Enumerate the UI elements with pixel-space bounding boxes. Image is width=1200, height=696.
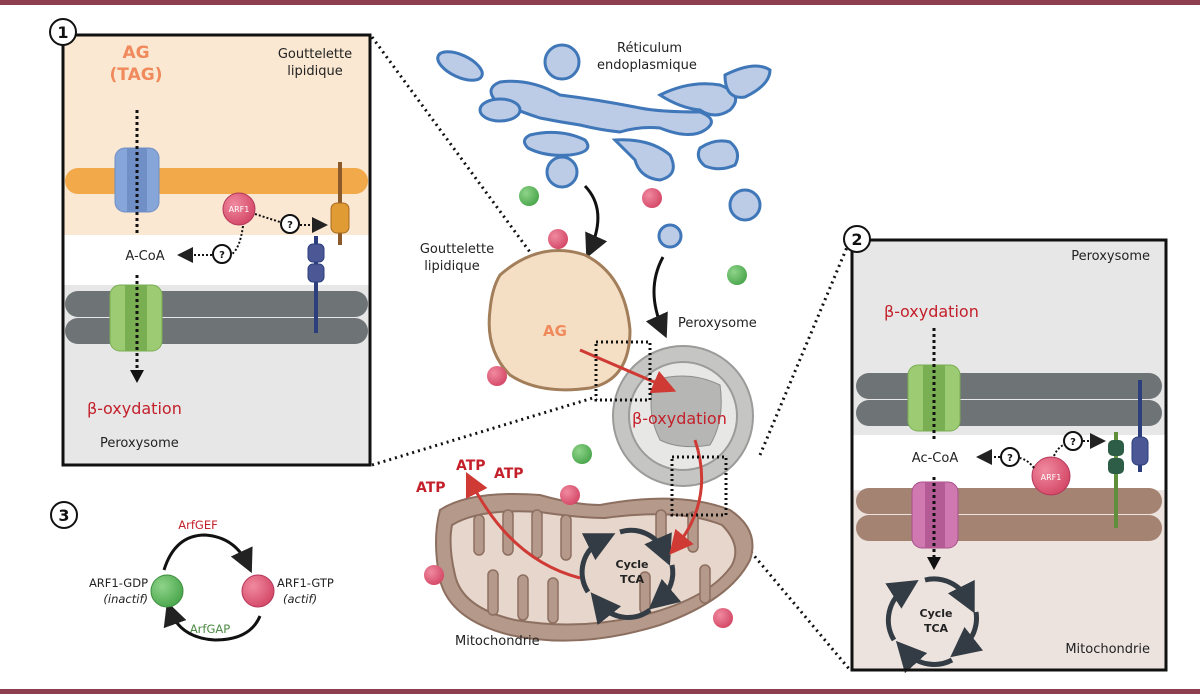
tca-cycle-icon	[885, 576, 984, 674]
arfgef-label: ArfGEF	[178, 518, 217, 532]
question-icon	[1063, 431, 1083, 451]
panel-number: 2	[851, 230, 862, 249]
arf1-gdp-spheres	[519, 186, 747, 464]
question-icon	[280, 214, 300, 234]
zoom-box-2	[670, 455, 728, 517]
arf1-label: ARF1	[229, 205, 250, 214]
peroxisome-label: Peroxysome	[100, 436, 179, 451]
tca-label: TCA	[924, 622, 949, 635]
arf1-gtp-state: (actif)	[283, 592, 317, 606]
arf1-gtp-label: ARF1-GTP	[277, 576, 334, 590]
lipid-droplet-region	[63, 35, 370, 235]
panel-1-lipid-droplet-contact: ARF1 ? ? AG (TAG) Gouttelette lipidique …	[49, 18, 372, 467]
lipid-droplet-organelle	[487, 249, 632, 392]
question-mark: ?	[1070, 437, 1076, 448]
activation-arrow	[162, 533, 253, 574]
beta-oxidation-label: β-oxydation	[87, 399, 182, 418]
fatty-acid-transfer-arrow	[579, 348, 677, 394]
fatty-acid-label: AG	[543, 322, 567, 340]
lipid-monolayer	[65, 168, 368, 194]
arfgap-label: ArfGAP	[190, 622, 230, 636]
arf1-label: ARF1	[1041, 473, 1062, 482]
arf1-protein-icon	[1031, 456, 1071, 496]
bottom-accent-rule	[0, 689, 1200, 694]
arf1-gdp-sphere	[150, 574, 184, 608]
tca-label: TCA	[620, 573, 645, 586]
panel-2-frame	[850, 238, 1168, 672]
arf1-gtp-spheres	[424, 188, 733, 628]
zoom-guide-line	[758, 239, 852, 456]
arf1-gdp-state: (inactif)	[103, 592, 148, 606]
atp-label: ATP	[494, 466, 524, 482]
peroxisome-label: Peroxysome	[1071, 249, 1150, 264]
panel-number-badge	[49, 18, 77, 46]
acetyl-coa-label: A-CoA	[125, 249, 164, 264]
question-icon	[212, 244, 232, 264]
navy-tether-protein-icon	[307, 236, 325, 333]
acetyl-coa-to-tca-arrow	[669, 439, 704, 555]
blue-transporter-icon	[114, 147, 160, 213]
er-to-droplet-arrow	[583, 184, 608, 259]
mitochondrion-organelle	[435, 493, 754, 642]
atp-label: ATP	[456, 458, 486, 474]
panel-3-arf1-cycle: 3 ArfGEF ArfGAP ARF1-GDP (inactif) ARF1-…	[50, 501, 334, 642]
panel-number: 3	[58, 506, 69, 525]
droplet-label: lipidique	[287, 64, 342, 79]
question-mark: ?	[1007, 453, 1013, 464]
panel-number-badge	[50, 501, 78, 529]
zoom-guide-line	[718, 514, 852, 671]
mitochondrion-label: Mitochondrie	[1065, 642, 1150, 657]
triglyceride-label: (TAG)	[110, 65, 163, 85]
arf1-gdp-label: ARF1-GDP	[89, 576, 148, 590]
panel-number: 1	[57, 23, 68, 42]
beta-oxidation-label: β-oxydation	[884, 302, 979, 321]
top-accent-rule	[0, 0, 1200, 5]
green-tether-protein-icon	[1108, 432, 1124, 528]
fatty-acid-label: AG	[122, 43, 149, 63]
er-label: Réticulum	[617, 41, 682, 56]
question-mark: ?	[287, 220, 293, 231]
atp-label: ATP	[416, 480, 446, 496]
arf1-protein-icon	[222, 192, 256, 226]
zoom-box-1	[594, 340, 652, 402]
orange-tether-protein-icon	[330, 162, 350, 245]
peroxisome-label: Peroxysome	[678, 316, 757, 331]
mitochondrion-label: Mitochondrie	[455, 634, 540, 649]
droplet-label: lipidique	[424, 259, 479, 274]
navy-tether-protein-icon	[1131, 380, 1149, 472]
tca-label: Cycle	[920, 607, 953, 620]
zoom-guide-line	[371, 395, 597, 467]
droplet-label: Gouttelette	[420, 242, 494, 257]
panel-number-badge	[843, 225, 871, 253]
atp-output-arrow	[465, 471, 581, 580]
tca-cycle-icon	[579, 527, 682, 626]
down-arrow-icon	[130, 370, 144, 383]
arf1-gtp-sphere	[241, 574, 275, 608]
acetyl-coa-label: Ac-CoA	[912, 451, 959, 466]
beta-oxidation-label: β-oxydation	[632, 409, 727, 428]
panel-1-frame	[61, 33, 372, 467]
question-icon	[1000, 447, 1020, 467]
question-mark: ?	[219, 250, 225, 261]
inactivation-arrow	[163, 601, 262, 642]
tca-label: Cycle	[616, 558, 649, 571]
green-transporter-icon	[907, 364, 961, 432]
down-arrow-icon	[927, 557, 941, 570]
er-label: endoplasmique	[597, 58, 697, 73]
panel-2-peroxisome-mitochondria-contact: ARF1 ? ? Cycle TCA Peroxysome β-oxydatio…	[843, 225, 1168, 674]
er-to-peroxisome-arrow	[645, 256, 668, 339]
endoplasmic-reticulum	[436, 43, 772, 249]
droplet-label: Gouttelette	[278, 47, 352, 62]
